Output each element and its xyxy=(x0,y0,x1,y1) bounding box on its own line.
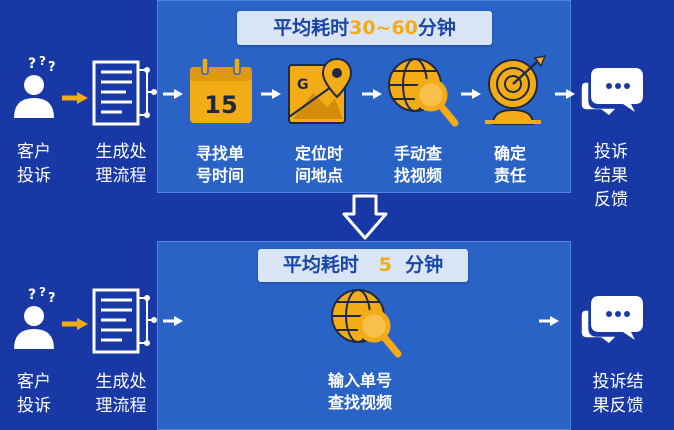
step-find-order-time-label: 寻找单号时间 xyxy=(195,144,244,185)
bottom-title-prefix: 平均耗时 xyxy=(282,254,359,276)
bottom-title-suffix: 分钟 xyxy=(405,254,444,276)
map-location-icon: G xyxy=(288,57,353,124)
svg-text:?: ? xyxy=(28,56,36,72)
top-generate-flow-label: 生成处理流程 xyxy=(95,142,147,186)
arrow-right-icon xyxy=(163,316,183,326)
globe-search-icon xyxy=(331,289,402,358)
bottom-generate-flow-label: 生成处理流程 xyxy=(95,372,147,416)
bottom-customer-complaint-label: 客户投诉 xyxy=(17,372,51,416)
bottom-title: 平均耗时 5 分钟 xyxy=(258,249,468,282)
person-question-icon: ? ? ? xyxy=(14,285,56,349)
calendar-day-text: 15 xyxy=(204,91,237,119)
orange-arrow-icon xyxy=(62,318,88,330)
svg-text:?: ? xyxy=(28,287,36,303)
step-manual-find-video-label: 手动查找视频 xyxy=(393,144,442,185)
top-title-suffix: 分钟 xyxy=(417,17,456,39)
bottom-input-order-find-video-label: 输入单号查找视频 xyxy=(327,371,392,412)
arrow-right-icon xyxy=(555,89,575,99)
svg-text:?: ? xyxy=(48,60,56,75)
arrow-right-icon xyxy=(362,89,382,99)
arrow-right-icon xyxy=(163,89,183,99)
step-locate-time-place-label: 定位时间地点 xyxy=(294,144,343,185)
bottom-complaint-feedback-label: 投诉结果反馈 xyxy=(592,372,644,416)
chat-bubble-icon xyxy=(580,68,643,117)
globe-search-icon xyxy=(388,58,459,127)
svg-text:?: ? xyxy=(39,285,46,299)
arrow-right-icon xyxy=(261,89,281,99)
top-title-highlight: 30~60 xyxy=(349,17,418,39)
svg-text:?: ? xyxy=(39,54,46,68)
svg-text:?: ? xyxy=(48,291,56,306)
orange-arrow-icon xyxy=(62,92,88,104)
top-title-prefix: 平均耗时 xyxy=(273,17,350,39)
calendar-icon: 15 xyxy=(190,57,252,123)
chat-bubble-icon xyxy=(580,296,643,345)
person-question-icon: ? ? ? xyxy=(14,54,56,118)
down-arrow-icon xyxy=(342,194,388,240)
document-flow-icon xyxy=(92,60,157,126)
svg-text:G: G xyxy=(297,77,309,93)
document-flow-icon xyxy=(92,288,157,354)
top-customer-complaint-label: 客户投诉 xyxy=(17,142,51,186)
arrow-right-icon xyxy=(461,89,481,99)
target-icon xyxy=(485,54,547,125)
step-determine-responsibility-label: 确定责任 xyxy=(493,144,526,185)
top-complaint-feedback-label: 投诉结果反馈 xyxy=(594,142,628,210)
bottom-title-highlight: 5 xyxy=(378,254,392,276)
arrow-right-icon xyxy=(539,316,559,326)
top-title: 平均耗时30~60分钟 xyxy=(237,11,492,45)
